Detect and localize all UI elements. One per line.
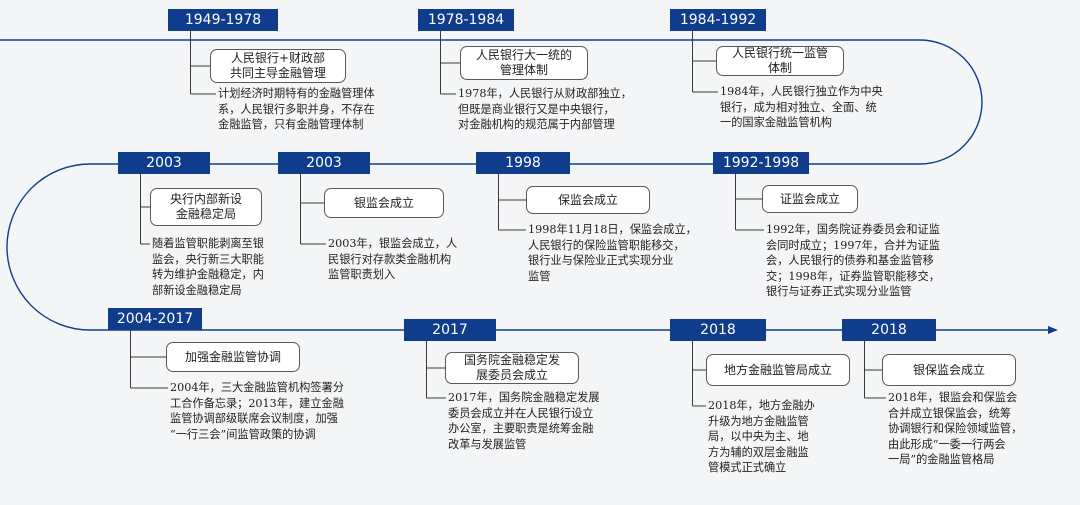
connector-bracket bbox=[140, 174, 150, 245]
event-box: 人民银行+财政部 共同主导金融管理 bbox=[210, 49, 346, 83]
connector-bracket bbox=[190, 31, 216, 95]
connector-bracket bbox=[300, 174, 326, 245]
event-box: 国务院金融稳定发 展委员会成立 bbox=[445, 352, 579, 384]
period-label: 2017 bbox=[404, 319, 496, 341]
event-description: 2003年，银监会成立，人 民银行对存款类金融机构 监管职责划入 bbox=[328, 237, 458, 281]
event-description: 1984年，人民银行独立作为中央 银行，成为相对独立、全面、统 一的国家金融监管… bbox=[720, 85, 883, 129]
event-description: 1978年，人民银行从财政部独立， 但既是商业银行又是中央银行， 对金融机构的规… bbox=[458, 87, 632, 131]
event-box: 银保监会成立 bbox=[882, 354, 1016, 386]
event-box: 地方金融监管局成立 bbox=[706, 354, 850, 386]
event-description: 1998年11月18日，保监会成立， 人民银行的保险监管职能移交， 银行业与保险… bbox=[528, 223, 697, 283]
period-label: 1978-1984 bbox=[418, 9, 514, 31]
connector-bracket bbox=[692, 31, 718, 93]
event-description: 2018年，银监会和保监会 合并成立银保监会，统筹 协调银行和保险领域监管， 由… bbox=[888, 391, 1023, 466]
event-box: 证监会成立 bbox=[762, 185, 858, 213]
period-label: 2018 bbox=[842, 319, 936, 341]
event-box: 银监会成立 bbox=[324, 188, 444, 218]
event-box: 央行内部新设 金融稳定局 bbox=[150, 188, 262, 226]
connector-bracket bbox=[735, 174, 764, 231]
period-label: 2004-2017 bbox=[108, 308, 202, 330]
period-label: 1992-1998 bbox=[713, 152, 809, 174]
connector-bracket bbox=[440, 31, 460, 95]
event-description: 2017年，国务院金融稳定发展 委员会成立并在人民银行设立 办公室，主要职责是统… bbox=[448, 391, 600, 451]
period-label: 1984-1992 bbox=[670, 9, 766, 31]
connector-bracket bbox=[426, 341, 446, 399]
event-box: 人民银行统一监管 体制 bbox=[716, 46, 844, 76]
connector-bracket bbox=[864, 341, 886, 399]
connector-bracket bbox=[498, 174, 526, 231]
event-box: 保监会成立 bbox=[526, 186, 650, 214]
period-label: 2018 bbox=[670, 319, 766, 341]
period-label: 2003 bbox=[118, 152, 210, 174]
connector-bracket bbox=[692, 341, 706, 407]
period-label: 2003 bbox=[278, 152, 370, 174]
event-box: 加强金融监管协调 bbox=[166, 342, 300, 372]
event-description: 随着监管职能剥离至银 监会，央行新三大职能 转为维护金融稳定，内 部新设金融稳定… bbox=[152, 237, 264, 297]
event-description: 1992年，国务院证券委员会和证监 会同时成立；1997年，合并为证监 会，人民… bbox=[766, 223, 940, 298]
period-label: 1998 bbox=[476, 152, 570, 174]
event-description: 2018年，地方金融办 升级为地方金融监管 局，以中央为主、地 方为辅的双层金融… bbox=[708, 399, 815, 474]
event-description: 计划经济时期特有的金融管理体 系，人民银行多职并身，不存在 金融监管，只有金融管… bbox=[218, 87, 375, 131]
event-box: 人民银行大一统的 管理体制 bbox=[460, 46, 588, 80]
connector-bracket bbox=[130, 330, 168, 389]
period-label: 1949-1978 bbox=[168, 9, 278, 31]
event-description: 2004年，三大金融监管机构签署分 工合作备忘录；2013年，建立金融 监管协调… bbox=[170, 381, 344, 441]
